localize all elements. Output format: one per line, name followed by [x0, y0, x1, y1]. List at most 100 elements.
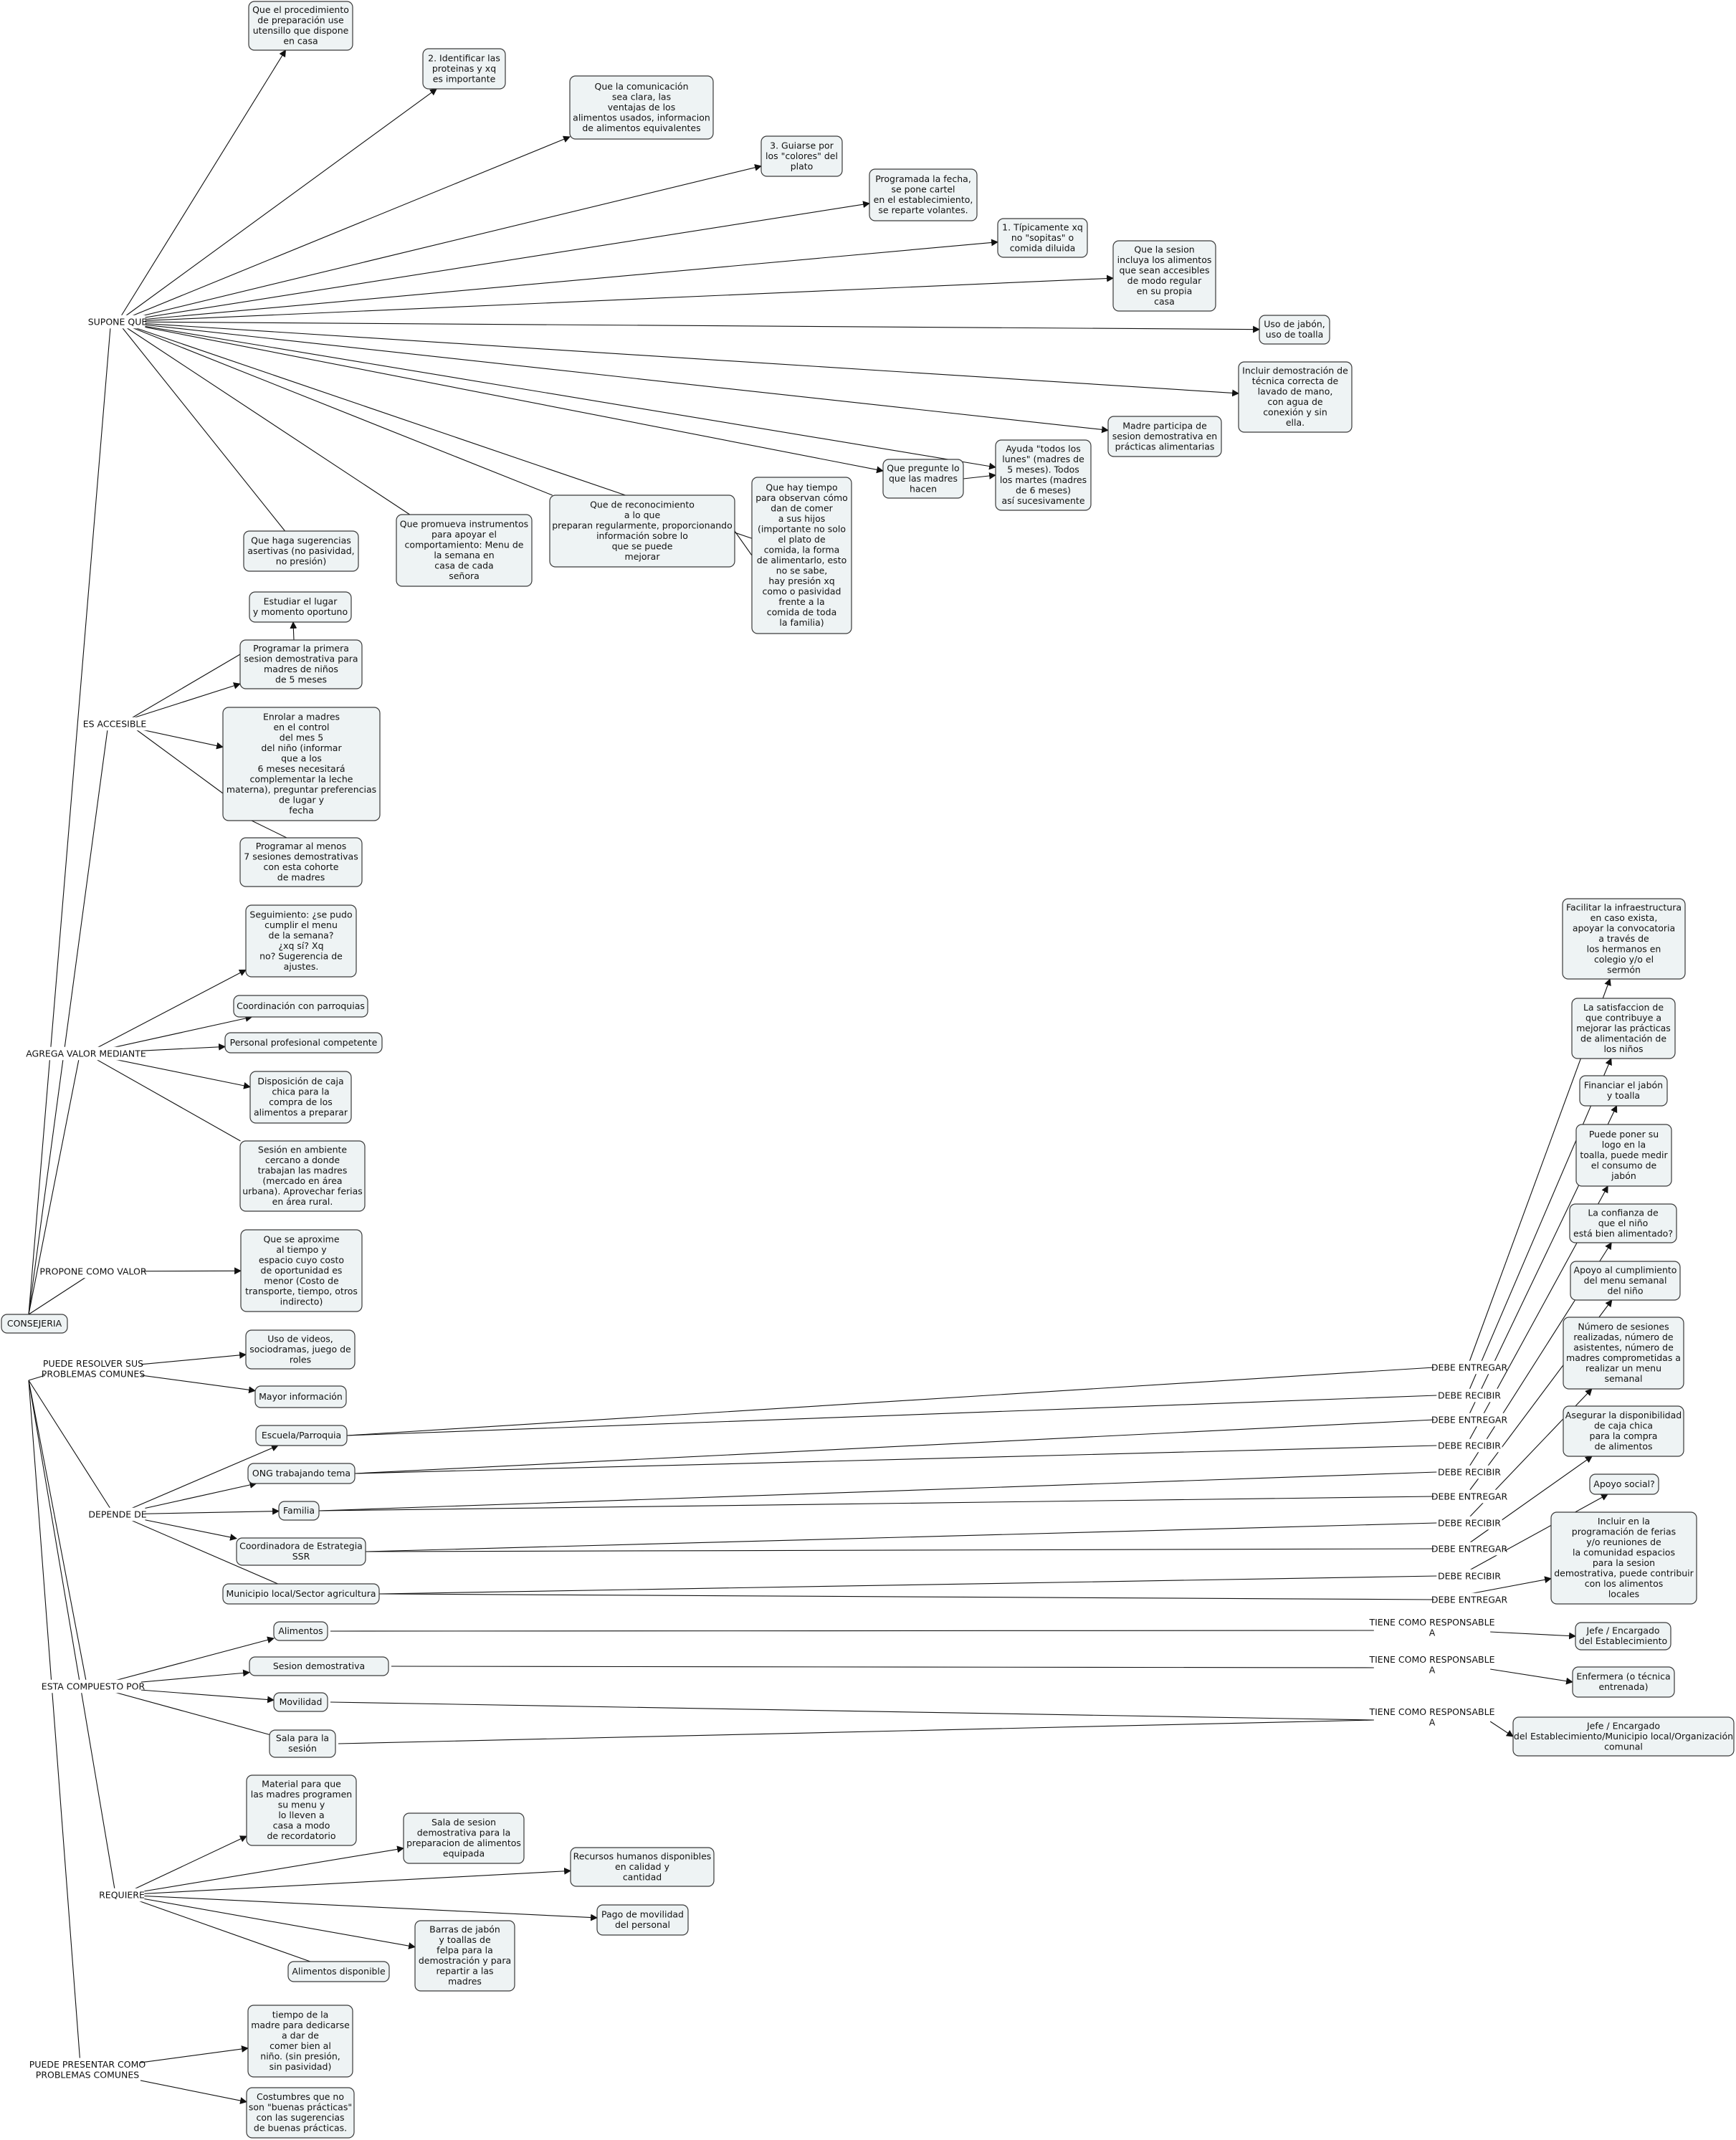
- concept-node-text: incluya los alimentos: [1117, 254, 1212, 265]
- concept-node-text: repartir a las: [436, 1966, 493, 1977]
- concept-node-text: Que promueva instrumentos: [400, 519, 528, 530]
- concept-node-text: de 5 meses: [275, 674, 327, 685]
- edge-consejeria-presentar: [28, 1380, 81, 2065]
- concept-node-text: frente a la: [778, 596, 824, 607]
- concept-node-v3[interactable]: Personal profesional competente: [224, 1032, 383, 1054]
- concept-node-text: comer bien al: [270, 2040, 331, 2051]
- concept-node-text: de lugar y: [279, 795, 325, 806]
- edge-compuesto-c4: [92, 1686, 270, 1735]
- concept-node-text: está bien alimentado?: [1573, 1228, 1673, 1238]
- concept-node-text: que a los: [281, 753, 322, 764]
- concept-node-c2[interactable]: Sesion demostrativa: [249, 1656, 389, 1676]
- concept-node-c1[interactable]: Alimentos: [273, 1621, 328, 1641]
- concept-node-d5[interactable]: Municipio local/Sector agricultura: [222, 1583, 380, 1605]
- concept-node-g9[interactable]: Apoyo social?: [1589, 1473, 1659, 1495]
- concept-node-text: Seguimiento: ¿se pudo: [249, 909, 352, 920]
- concept-node-text: que sean accesibles: [1120, 265, 1210, 276]
- link-label-text: TIENE COMO RESPONSABLE: [1368, 1617, 1494, 1628]
- concept-node-text: asertivas (no pasividad,: [247, 545, 354, 556]
- link-label-dr2: DEBE RECIBIR: [1436, 1438, 1502, 1453]
- link-label-text: DEBE ENTREGAR: [1431, 1414, 1508, 1425]
- concept-node-box: [278, 1501, 320, 1521]
- concept-node-text: proteinas y xq: [432, 63, 496, 74]
- concept-node-text: uso de toalla: [1266, 329, 1323, 340]
- concept-node-v2[interactable]: Coordinación con parroquias: [233, 995, 368, 1018]
- concept-node-text: Número de sesiones: [1578, 1322, 1669, 1332]
- edge-supone-s8: [117, 321, 1260, 333]
- concept-node-text: Sesion demostrativa: [273, 1661, 365, 1671]
- concept-node-text: es importante: [433, 73, 496, 84]
- concept-node-text: en el control: [273, 722, 329, 732]
- concept-node-d1[interactable]: Escuela/Parroquia: [255, 1425, 348, 1446]
- concept-node-d3[interactable]: Familia: [278, 1501, 320, 1521]
- concept-node-c3[interactable]: Movilidad: [273, 1692, 328, 1712]
- concept-node-box: [1107, 416, 1222, 457]
- concept-node-q6[interactable]: Alimentos disponible: [287, 1961, 390, 1982]
- concept-node-text: de alimentos: [1594, 1441, 1652, 1452]
- concept-node-d2[interactable]: ONG trabajando tema: [247, 1463, 356, 1484]
- concept-node-text: 6 meses necesitará: [257, 763, 345, 774]
- edge-consejeria-supone: [28, 327, 111, 1315]
- link-label-text: DEBE RECIBIR: [1438, 1390, 1501, 1400]
- concept-node-text: programación de ferias: [1572, 1527, 1676, 1537]
- concept-node-s8[interactable]: Uso de jabón,uso de toalla: [1259, 315, 1330, 345]
- concept-node-text: Programada la fecha,: [875, 173, 971, 184]
- concept-node-text: lunes" (madres de: [1002, 454, 1084, 464]
- concept-node-r2[interactable]: Mayor información: [254, 1385, 347, 1408]
- concept-node-text: comida diluida: [1010, 242, 1076, 253]
- concept-node-text: para la compra: [1590, 1430, 1658, 1441]
- link-label-background: [1434, 1360, 1505, 1375]
- concept-node-box: [414, 1920, 515, 1992]
- concept-node-box: [243, 530, 359, 572]
- concept-node-consejeria[interactable]: CONSEJERIA: [1, 1314, 68, 1334]
- concept-node-text: Material para que: [262, 1779, 341, 1790]
- concept-node-text: los martes (madres: [1000, 474, 1087, 485]
- concept-node-text: Madre participa de: [1122, 420, 1207, 431]
